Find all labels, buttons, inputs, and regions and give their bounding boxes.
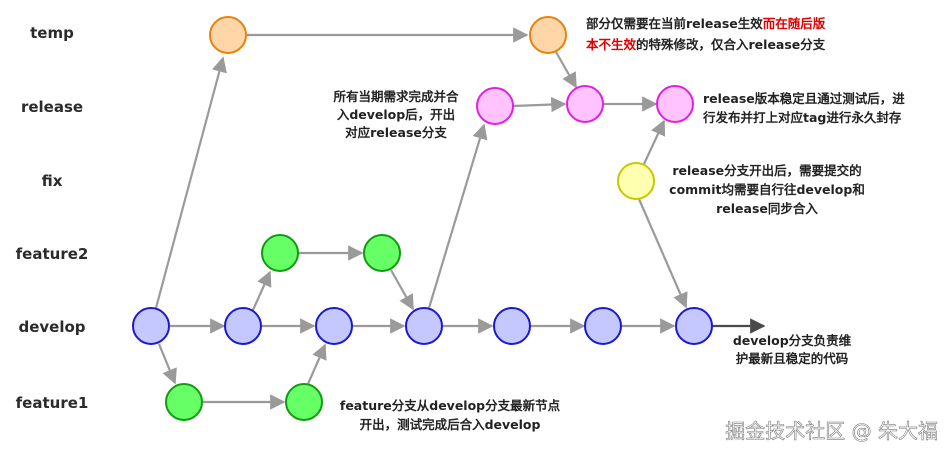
edges: [154, 27, 766, 410]
node-release-2: [566, 85, 604, 123]
node-release-1: [476, 87, 514, 125]
node-develop-3: [315, 307, 353, 345]
edge-fix-dev7: [637, 198, 688, 309]
edge-dev4-rel1: [427, 123, 488, 309]
node-develop-7: [675, 307, 713, 345]
node-feature2-2: [363, 234, 401, 272]
note-release-cut-line3: 对应release分支: [345, 125, 447, 140]
note-release-cut-line2: 入develop后，开出: [337, 107, 455, 122]
annotation-develop: develop分支负责维 护最新且稳定的代码: [733, 333, 852, 366]
node-release-3: [656, 85, 694, 123]
note-fix-line1: release分支开出后，需要提交的: [672, 163, 861, 178]
lane-label-release: release: [21, 98, 83, 116]
node-fix-1: [617, 162, 655, 200]
lane-label-temp: temp: [30, 24, 74, 42]
node-develop-6: [584, 307, 622, 345]
edge-dev1-temp1: [154, 56, 227, 309]
note-feature1-line1: feature分支从develop分支最新节点: [340, 398, 561, 413]
node-feature2-1: [261, 234, 299, 272]
note-develop-line1: develop分支负责维: [733, 333, 852, 348]
edge-dev1-feat1a: [157, 343, 177, 385]
lane-label-feature1: feature1: [16, 394, 89, 412]
annotation-release-cut: 所有当期需求完成并合 入develop后，开出 对应release分支: [333, 89, 459, 140]
svg-text:本不生效的特殊修改，仅合入release分支: 本不生效的特殊修改，仅合入release分支: [586, 37, 826, 52]
node-develop-1: [132, 307, 170, 345]
annotation-release-final: release版本稳定且通过测试后，进 行发布并打上对应tag进行永久封存: [702, 91, 905, 125]
note-temp-line2-b: 的特殊修改，仅合入release分支: [636, 37, 826, 52]
lane-label-fix: fix: [42, 172, 63, 190]
note-release-cut-line1: 所有当期需求完成并合: [333, 89, 459, 104]
nodes: [132, 16, 713, 421]
note-develop-line2: 护最新且稳定的代码: [736, 351, 849, 366]
note-feature1-line2: 开出，测试完成后合入develop: [360, 417, 541, 432]
edge-rel1-rel2: [512, 96, 567, 113]
lane-label-feature2: feature2: [16, 245, 89, 263]
watermark: 掘金技术社区 @ 朱大福: [725, 419, 938, 443]
annotation-fix: release分支开出后，需要提交的 commit均需要自行往develop和 …: [669, 163, 865, 216]
node-develop-4: [405, 307, 443, 345]
edge-feat1b-dev3: [306, 343, 327, 385]
annotation-feature1: feature分支从develop分支最新节点 开出，测试完成后合入develo…: [340, 398, 561, 432]
node-feature1-2: [285, 383, 323, 421]
annotation-temp: 部分仅需要在当前release生效而在随后版 本不生效的特殊修改，仅合入rele…: [586, 16, 826, 52]
node-develop-5: [493, 307, 531, 345]
node-temp-2: [529, 16, 567, 54]
edge-dev2-feat2a: [251, 270, 272, 311]
edge-temp2-rel2: [555, 51, 577, 89]
node-develop-2: [224, 307, 262, 345]
note-release-final-line2: 行发布并打上对应tag进行永久封存: [702, 110, 902, 125]
note-temp-line1-a: 部分仅需要在当前release生效: [586, 16, 763, 31]
note-temp-line1-b: 而在随后版: [763, 16, 826, 31]
edge-fix-rel3: [643, 119, 666, 165]
node-feature1-1: [165, 383, 203, 421]
note-fix-line2: commit均需要自行往develop和: [669, 182, 865, 197]
note-release-final-line1: release版本稳定且通过测试后，进: [703, 91, 905, 106]
node-temp-1: [209, 16, 247, 54]
edge-feat2b-dev4: [390, 269, 414, 311]
lane-label-develop: develop: [18, 318, 85, 336]
note-fix-line3: release同步合入: [716, 201, 818, 216]
note-temp-line2-a: 本不生效: [586, 37, 637, 52]
svg-text:部分仅需要在当前release生效而在随后版: 部分仅需要在当前release生效而在随后版: [586, 16, 826, 31]
